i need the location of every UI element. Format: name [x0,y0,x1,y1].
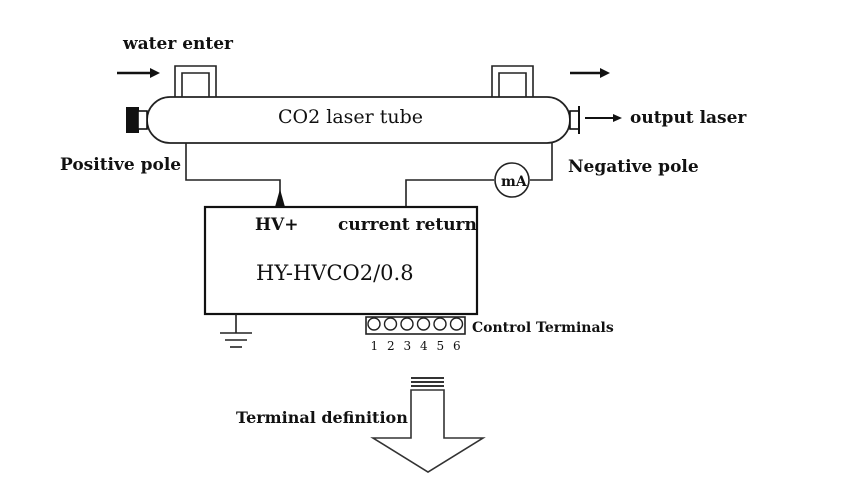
terminal-number-6: 6 [453,339,461,353]
control-terminal-block [365,316,466,335]
tube-label: CO2 laser tube [278,106,423,128]
hv-connector [275,189,285,207]
terminal-screw-1 [367,317,381,331]
negative-pole-label: Negative pole [568,157,699,177]
water-enter-label: water enter [122,34,234,54]
output-laser-arrow [585,114,622,122]
terminal-screw-6 [449,317,464,331]
power-supply-box [203,205,479,316]
hv-plus-wire [185,143,281,196]
meter-label: mA [501,174,528,190]
positive-pole-label: Positive pole [60,155,181,175]
terminal-screw-5 [433,317,447,331]
terminal-number-3: 3 [404,339,412,353]
terminal-number-1: 1 [371,339,379,353]
water-out-arrow [570,68,610,78]
positive-end-cap [126,107,139,133]
negative-end-cap [569,110,580,130]
output-laser-label: output laser [630,108,747,128]
hv-plus-label: HV+ [255,215,299,235]
ground-icon [220,314,252,348]
terminal-definition-label: Terminal definition [236,408,408,427]
terminal-number-5: 5 [437,339,445,353]
terminal-screw-2 [383,317,398,331]
water-inlet-pipe [174,65,217,97]
terminal-screw-3 [400,317,414,331]
terminal-number-4: 4 [420,339,428,353]
terminal-definition-arrow [370,377,486,473]
water-outlet-pipe [491,65,534,97]
control-terminals-label: Control Terminals [472,320,614,336]
current-return-label: current return [338,215,477,235]
water-in-arrow [117,68,160,78]
model-label: HY-HVCO2/0.8 [256,261,414,285]
current-return-wire [405,143,553,207]
terminal-number-2: 2 [387,339,395,353]
terminal-screw-4 [416,317,431,331]
milliamp-meter [494,162,530,198]
